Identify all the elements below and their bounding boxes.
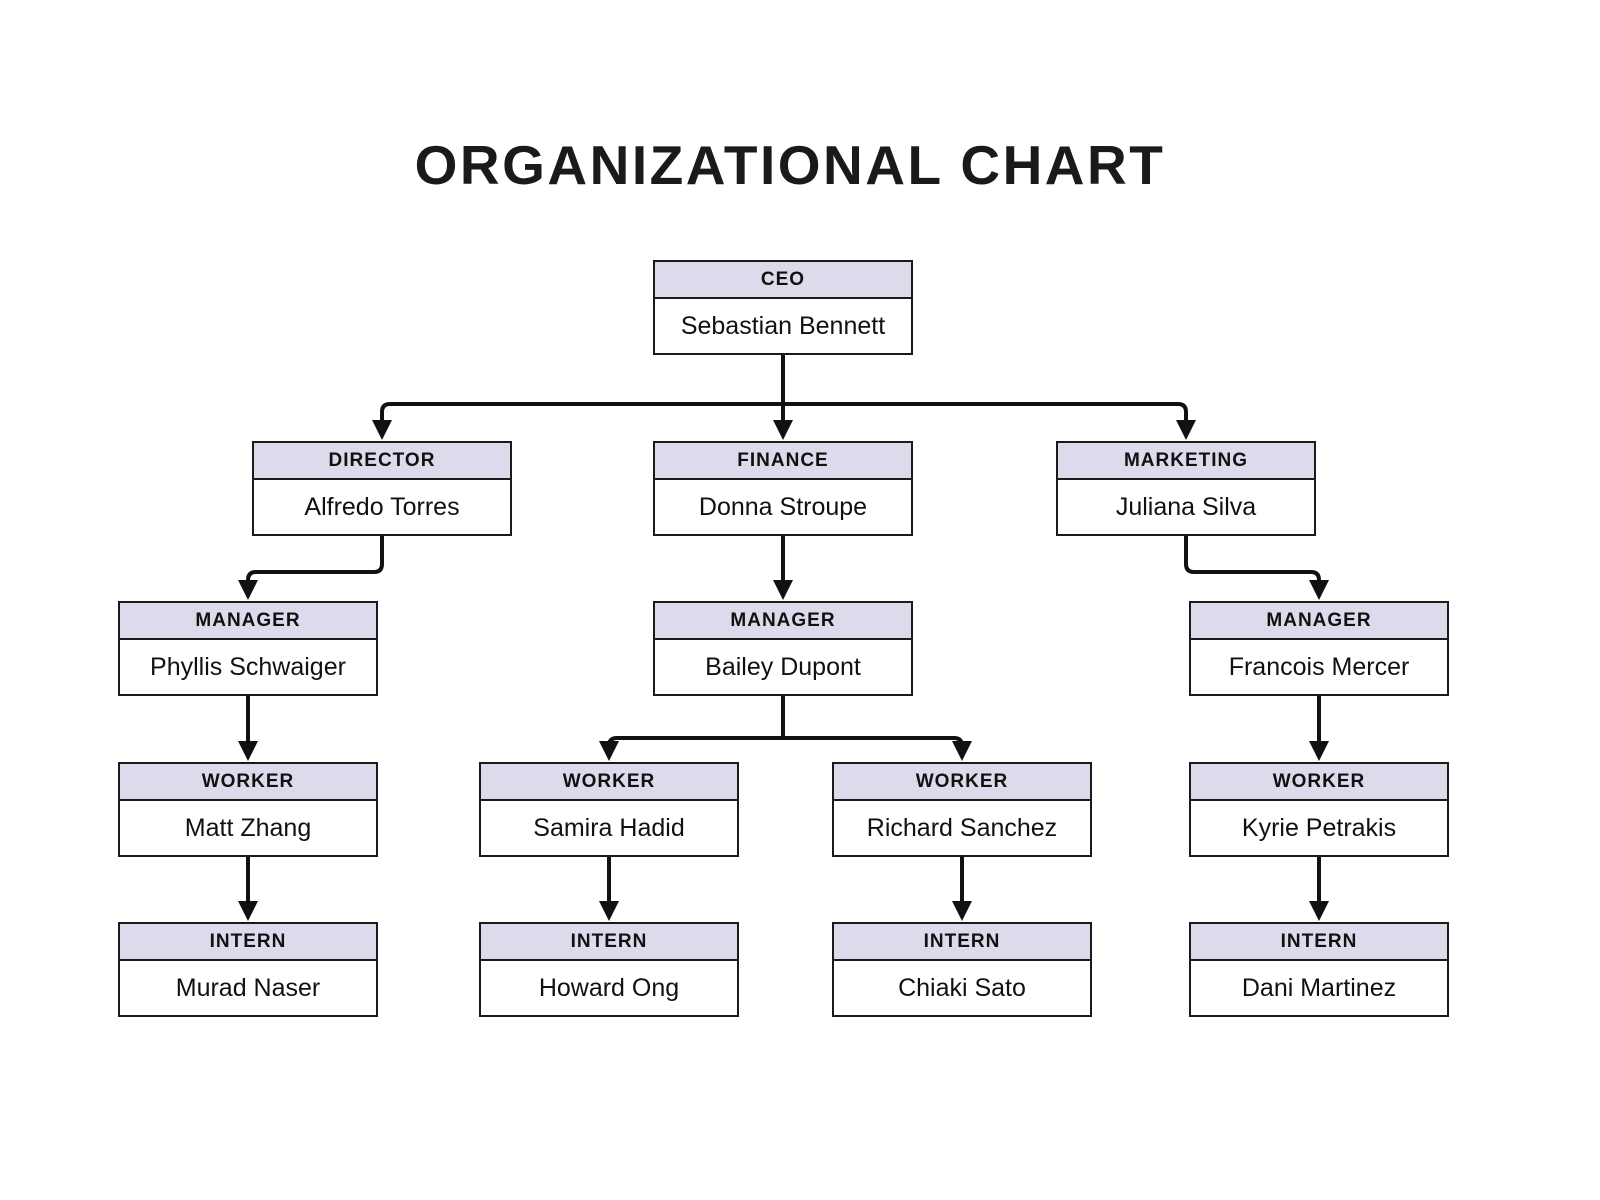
- org-node-manager-2-role: MANAGER: [655, 603, 911, 640]
- org-node-intern-4: INTERN Dani Martinez: [1189, 922, 1449, 1017]
- org-node-manager-3-role: MANAGER: [1191, 603, 1447, 640]
- org-node-worker-1-name: Matt Zhang: [120, 801, 376, 855]
- org-node-intern-3-name: Chiaki Sato: [834, 961, 1090, 1015]
- org-node-manager-1-role: MANAGER: [120, 603, 376, 640]
- edge-marketing-manager3: [1184, 536, 1329, 600]
- org-node-ceo-name: Sebastian Bennett: [655, 299, 911, 353]
- org-node-worker-3-role: WORKER: [834, 764, 1090, 801]
- org-node-manager-3-name: Francois Mercer: [1191, 640, 1447, 694]
- org-node-finance: FINANCE Donna Stroupe: [653, 441, 913, 536]
- org-node-manager-1-name: Phyllis Schwaiger: [120, 640, 376, 694]
- org-node-worker-3: WORKER Richard Sanchez: [832, 762, 1092, 857]
- org-node-intern-4-name: Dani Martinez: [1191, 961, 1447, 1015]
- org-node-marketing-name: Juliana Silva: [1058, 480, 1314, 534]
- org-node-worker-2-role: WORKER: [481, 764, 737, 801]
- org-node-marketing: MARKETING Juliana Silva: [1056, 441, 1316, 536]
- org-node-worker-1-role: WORKER: [120, 764, 376, 801]
- edge-manager2-worker2: [599, 736, 783, 761]
- org-node-worker-4-name: Kyrie Petrakis: [1191, 801, 1447, 855]
- org-node-worker-4-role: WORKER: [1191, 764, 1447, 801]
- org-node-worker-1: WORKER Matt Zhang: [118, 762, 378, 857]
- org-node-marketing-role: MARKETING: [1058, 443, 1314, 480]
- org-node-manager-2-name: Bailey Dupont: [655, 640, 911, 694]
- edge-ceo-marketing: [783, 402, 1196, 440]
- org-node-intern-4-role: INTERN: [1191, 924, 1447, 961]
- org-node-worker-2-name: Samira Hadid: [481, 801, 737, 855]
- org-node-intern-3-role: INTERN: [834, 924, 1090, 961]
- org-node-intern-3: INTERN Chiaki Sato: [832, 922, 1092, 1017]
- org-node-manager-1: MANAGER Phyllis Schwaiger: [118, 601, 378, 696]
- org-node-director: DIRECTOR Alfredo Torres: [252, 441, 512, 536]
- org-node-intern-2-name: Howard Ong: [481, 961, 737, 1015]
- connector-lines: [238, 355, 1329, 921]
- edge-director-manager1: [238, 536, 384, 600]
- chart-title: ORGANIZATIONAL CHART: [414, 134, 1166, 196]
- org-node-intern-2: INTERN Howard Ong: [479, 922, 739, 1017]
- org-node-intern-1: INTERN Murad Naser: [118, 922, 378, 1017]
- edge-ceo-director: [372, 402, 783, 440]
- org-node-ceo-role: CEO: [655, 262, 911, 299]
- org-node-director-name: Alfredo Torres: [254, 480, 510, 534]
- org-node-worker-4: WORKER Kyrie Petrakis: [1189, 762, 1449, 857]
- org-node-ceo: CEO Sebastian Bennett: [653, 260, 913, 355]
- org-node-manager-2: MANAGER Bailey Dupont: [653, 601, 913, 696]
- org-node-intern-1-name: Murad Naser: [120, 961, 376, 1015]
- edge-manager2-worker3: [783, 736, 972, 761]
- org-node-finance-role: FINANCE: [655, 443, 911, 480]
- org-node-worker-3-name: Richard Sanchez: [834, 801, 1090, 855]
- org-node-intern-2-role: INTERN: [481, 924, 737, 961]
- org-node-worker-2: WORKER Samira Hadid: [479, 762, 739, 857]
- org-node-director-role: DIRECTOR: [254, 443, 510, 480]
- org-node-manager-3: MANAGER Francois Mercer: [1189, 601, 1449, 696]
- org-node-finance-name: Donna Stroupe: [655, 480, 911, 534]
- org-node-intern-1-role: INTERN: [120, 924, 376, 961]
